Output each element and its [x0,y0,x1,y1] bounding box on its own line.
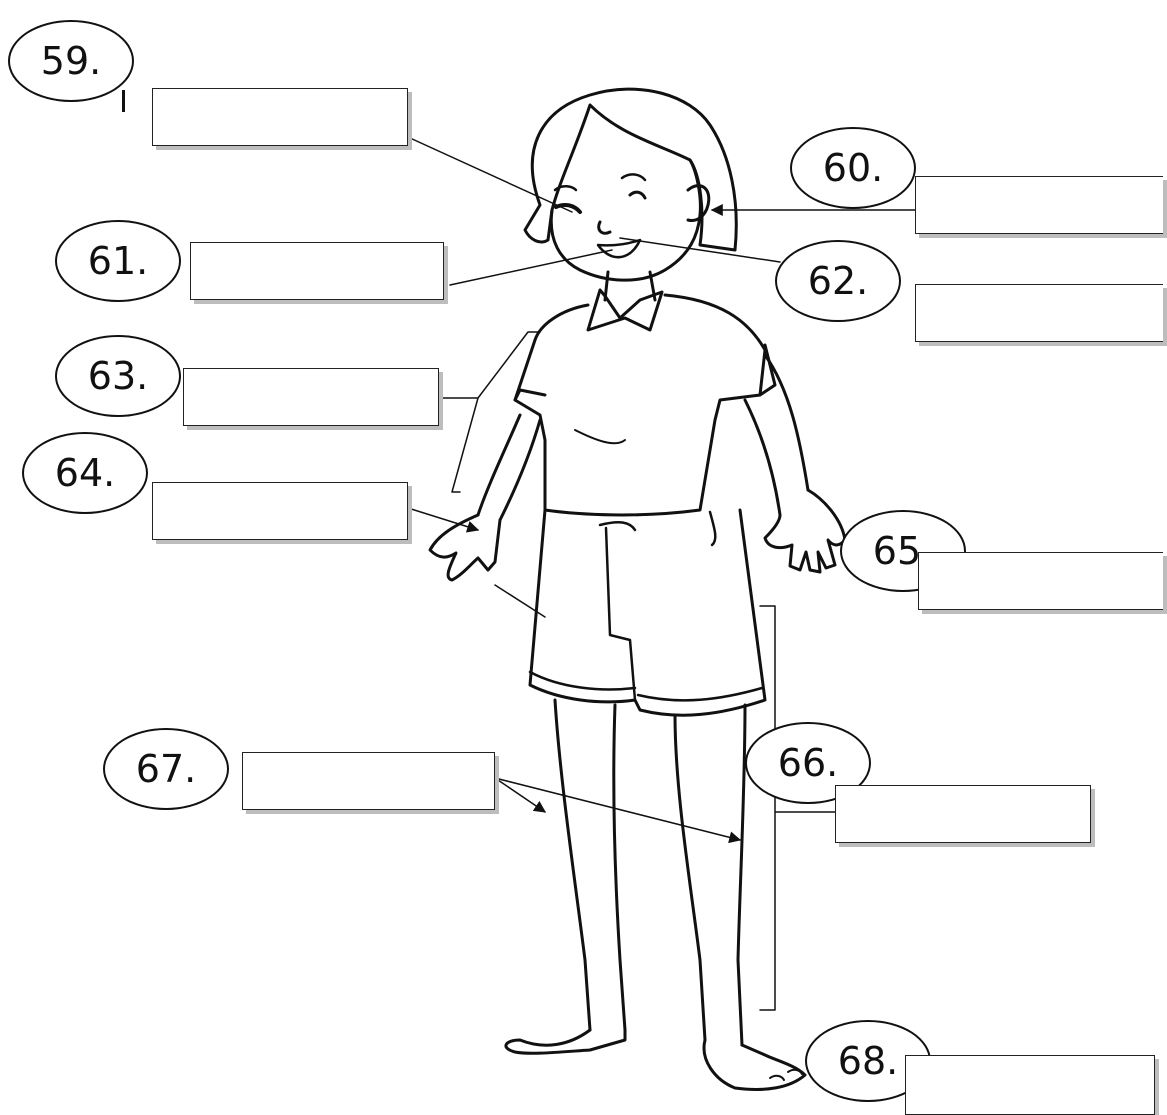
right-leg [673,703,747,1047]
nose [597,220,612,235]
right-foot [702,1038,807,1091]
pointer-59 [409,137,573,213]
label-62: 62. [775,240,901,322]
right-hand [763,488,847,574]
pointer-67a [494,584,546,618]
shirt [513,293,767,517]
answer-box-66[interactable] [835,785,1091,843]
left-hand [428,513,502,582]
label-67: 67. [103,728,229,810]
answer-box-63[interactable] [183,368,439,426]
answer-box-64[interactable] [152,482,408,540]
shorts [528,508,767,717]
answer-box-68[interactable] [905,1055,1155,1115]
answer-box-61[interactable] [190,242,444,300]
left-leg [553,698,627,1032]
left-foot [504,1028,627,1055]
answer-box-67[interactable] [242,752,495,810]
pointer-66-bracket [759,605,836,1011]
hair [523,87,738,252]
pointer-61 [449,249,613,286]
label-64: 64. [22,432,148,514]
label-63: 63. [55,335,181,417]
face [549,158,702,282]
left-arm [476,413,542,522]
label-59: 59. [8,20,134,102]
answer-box-60[interactable] [915,176,1163,234]
answer-box-59[interactable] [152,88,408,146]
answer-box-65[interactable] [918,552,1163,610]
pointer-62 [619,237,781,263]
label-61: 61. [55,220,181,302]
pointer-63-bracket [439,331,541,493]
pointer-64 [407,507,480,533]
right-arm [743,353,810,517]
eye-right [628,190,647,200]
ear [686,184,711,222]
label-60: 60. [790,127,916,209]
mouth [596,238,642,259]
tick-mark [122,90,125,112]
pointer-67b [494,777,546,813]
pointer-67c [494,777,742,844]
answer-box-62[interactable] [915,284,1163,342]
